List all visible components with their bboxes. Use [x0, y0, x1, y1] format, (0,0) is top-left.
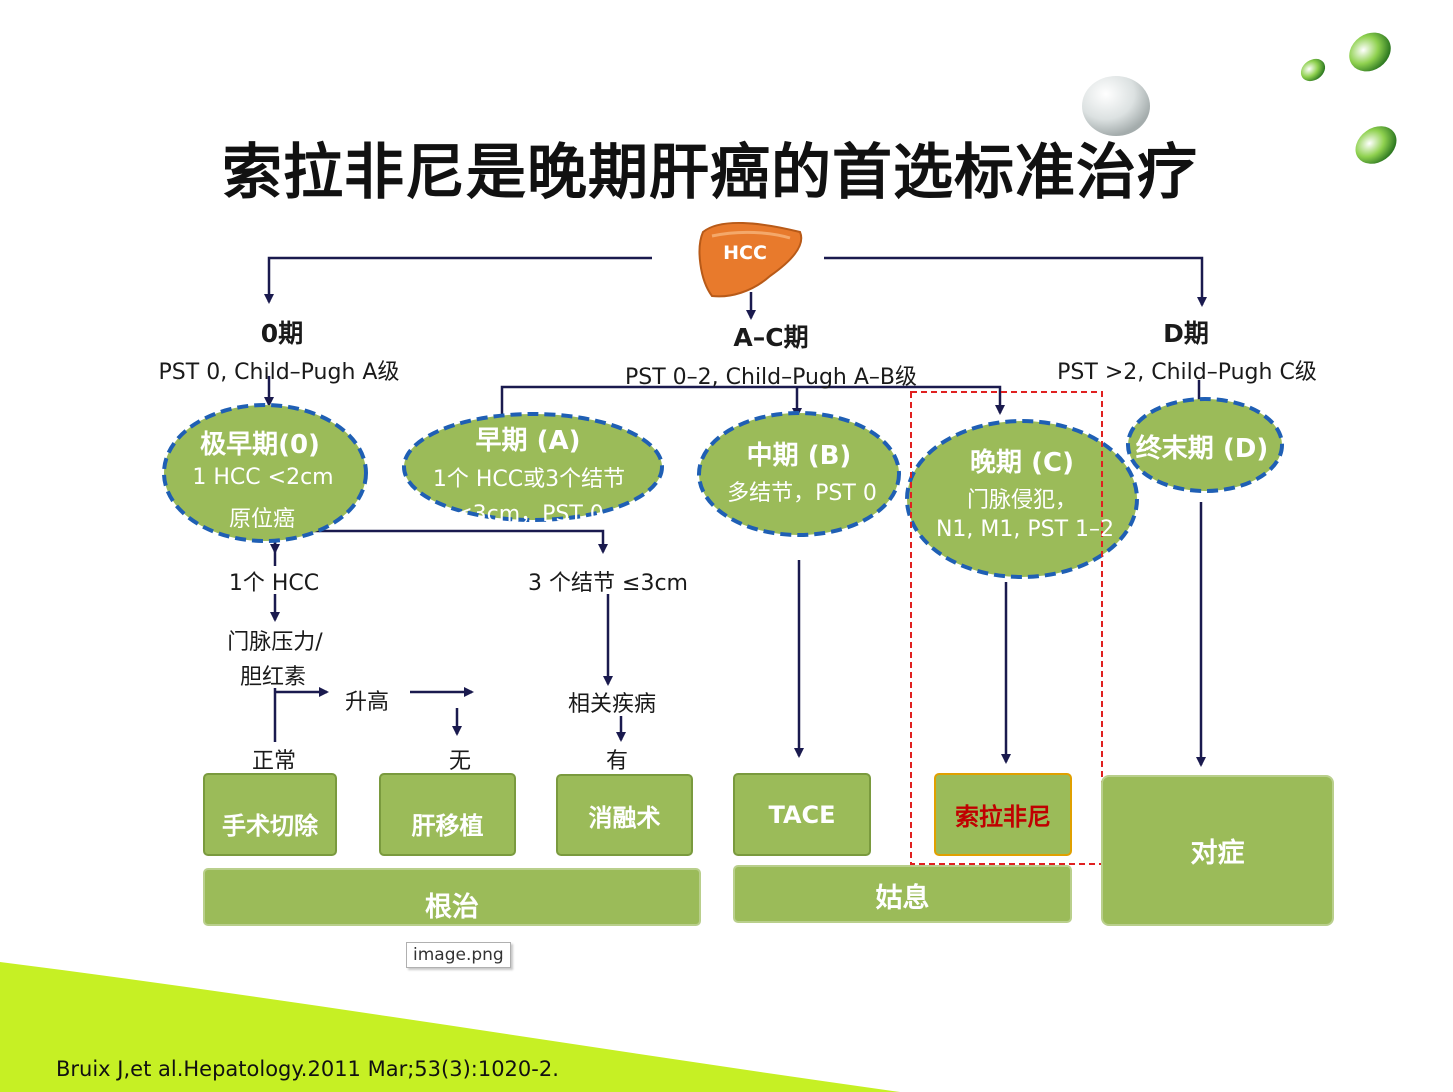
- green-sweep-decoration: [0, 962, 900, 1092]
- treatment-sorafenib-label: 索拉非尼: [955, 803, 1051, 831]
- very-early-line1: 1 HCC <2cm: [192, 465, 334, 490]
- treatment-tace-label: TACE: [768, 800, 836, 829]
- category-curative: 根治: [203, 868, 701, 926]
- label-none: 无: [448, 749, 472, 774]
- liver-icon: [698, 221, 803, 298]
- image-filename-tag: image.png: [406, 942, 511, 968]
- early-line2: <3cm，PST 0: [454, 502, 604, 527]
- intermediate-title: 中期 (B): [746, 441, 852, 471]
- treatment-resection: 手术切除: [203, 773, 337, 856]
- treatment-symptomatic: 对症: [1101, 775, 1334, 926]
- droplets-decoration: [1082, 32, 1397, 164]
- stage-0-name: 0期: [260, 319, 304, 348]
- early-line1: 1个 HCC或3个结节: [432, 467, 626, 492]
- label-portal-pressure-2: 胆红素: [239, 665, 307, 690]
- treatment-transplant: 肝移植: [379, 773, 516, 856]
- advanced-line1: 门脉侵犯，: [966, 488, 1078, 513]
- stage-ac-criteria: PST 0–2, Child–Pugh A–B级: [624, 365, 918, 390]
- intermediate-line1: 多结节，PST 0: [727, 481, 877, 506]
- category-palliative-label: 姑息: [875, 882, 930, 914]
- label-elevated: 升高: [344, 690, 390, 715]
- very-early-line2: 原位癌: [228, 507, 296, 532]
- oval-terminal: [1126, 397, 1284, 493]
- oval-very-early: [162, 403, 368, 543]
- treatment-resection-label: 手术切除: [222, 812, 318, 840]
- label-portal-pressure-1: 门脉压力/: [227, 630, 323, 655]
- label-three-nodules: 3 个结节 ≤3cm: [528, 571, 688, 596]
- label-related-disease: 相关疾病: [567, 692, 657, 717]
- treatment-symptomatic-label: 对症: [1190, 838, 1245, 869]
- advanced-title: 晚期 (C): [970, 448, 1074, 478]
- label-normal: 正常: [251, 749, 297, 774]
- treatment-transplant-label: 肝移植: [411, 812, 484, 840]
- advanced-highlight-frame: [910, 391, 1103, 865]
- very-early-title: 极早期(0): [200, 430, 320, 460]
- treatment-ablation-label: 消融术: [588, 803, 661, 832]
- hcc-root-label: HCC: [723, 242, 767, 264]
- oval-intermediate: [697, 411, 901, 537]
- advanced-line2: N1, M1, PST 1–2: [935, 517, 1115, 542]
- oval-early: [402, 412, 664, 522]
- oval-advanced: [905, 419, 1139, 579]
- early-title: 早期 (A): [475, 426, 581, 456]
- label-one-hcc: 1个 HCC: [228, 571, 320, 596]
- terminal-title: 终末期 (D): [1135, 434, 1269, 464]
- category-curative-label: 根治: [425, 891, 479, 923]
- page-title: 索拉非尼是晚期肝癌的首选标准治疗: [222, 138, 1198, 208]
- stage-d-name: D期: [1163, 319, 1209, 348]
- category-palliative: 姑息: [733, 865, 1072, 923]
- stage-d-criteria: PST >2, Child–Pugh C级: [1057, 360, 1317, 385]
- label-present: 有: [605, 749, 629, 774]
- stage-ac-name: A–C期: [733, 323, 809, 352]
- treatment-tace: TACE: [733, 773, 871, 856]
- stage-0-criteria: PST 0, Child–Pugh A级: [158, 360, 400, 385]
- citation: Bruix J,et al.Hepatology.2011 Mar;53(3):…: [56, 1057, 559, 1081]
- treatment-ablation: 消融术: [556, 774, 693, 856]
- treatment-sorafenib: 索拉非尼: [934, 773, 1072, 856]
